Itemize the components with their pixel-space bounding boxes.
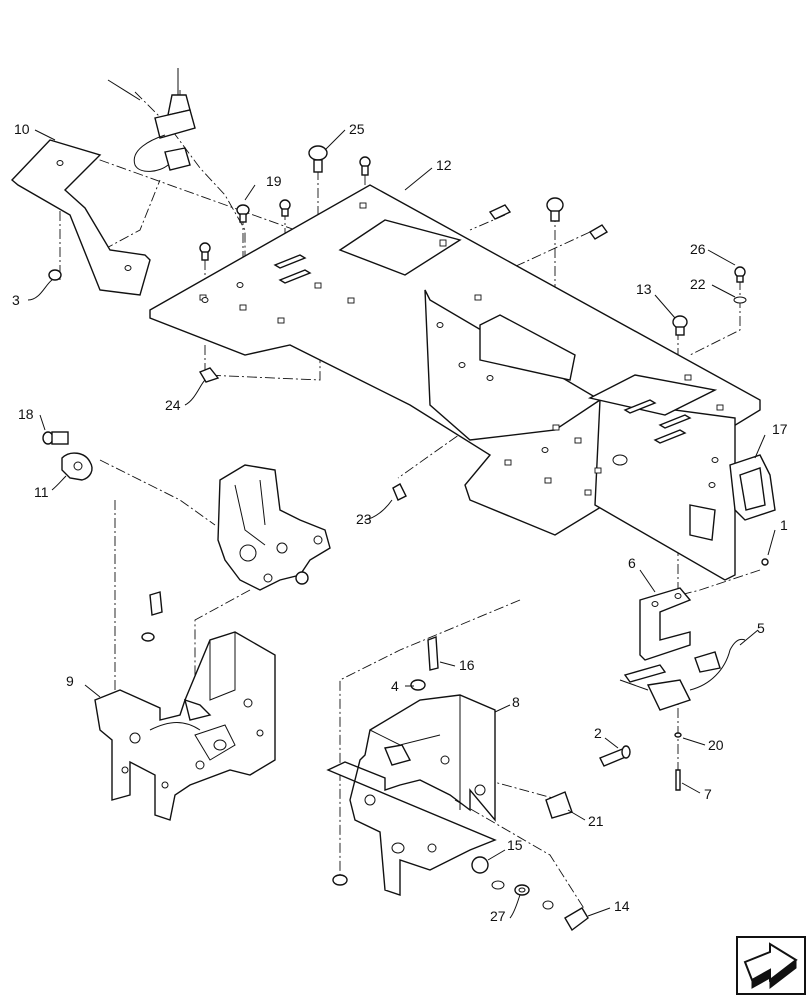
callout-20: 20 <box>708 737 724 753</box>
callout-26: 26 <box>690 241 706 257</box>
callout-11: 11 <box>34 484 49 500</box>
callout-10: 10 <box>14 121 30 137</box>
upper-harness <box>107 68 196 172</box>
callout-19: 19 <box>266 173 282 189</box>
callout-27: 27 <box>490 908 506 924</box>
callout-21: 21 <box>588 813 604 829</box>
callout-8: 8 <box>512 694 520 710</box>
clamp-part-11 <box>42 431 93 481</box>
callout-22: 22 <box>690 276 706 292</box>
bracket-part-8 <box>326 694 497 896</box>
callout-15: 15 <box>507 837 523 853</box>
callout-23: 23 <box>356 511 372 527</box>
grommet-part-17 <box>729 454 776 521</box>
callout-2: 2 <box>594 725 602 741</box>
callout-12: 12 <box>436 157 452 173</box>
pedal-hinge-casting <box>141 464 331 642</box>
callout-25: 25 <box>349 121 365 137</box>
callout-16: 16 <box>459 657 475 673</box>
main-platform-part-12 <box>149 184 761 581</box>
callout-18: 18 <box>18 406 34 422</box>
bracket-part-9 <box>94 631 276 821</box>
callout-9: 9 <box>66 673 74 689</box>
callout-24: 24 <box>165 397 181 413</box>
platform-hardware <box>48 145 747 501</box>
next-page-arrow-icon[interactable] <box>736 936 806 995</box>
callout-numbers: 10 3 25 19 12 24 13 26 22 17 18 11 23 1 … <box>12 121 788 924</box>
callout-13: 13 <box>636 281 652 297</box>
callout-3: 3 <box>12 292 20 308</box>
bracket-part-10 <box>10 139 151 296</box>
callout-1: 1 <box>780 517 788 533</box>
callout-17: 17 <box>772 421 788 437</box>
callout-5: 5 <box>757 620 765 636</box>
sensor-bracket-part-6 <box>623 587 692 683</box>
callout-14: 14 <box>614 898 630 914</box>
callout-6: 6 <box>628 555 636 571</box>
lower-hardware <box>332 636 631 932</box>
callout-leaders <box>27 129 776 919</box>
sensor-harness-part-5 <box>619 558 769 791</box>
callout-7: 7 <box>704 786 712 802</box>
callout-4: 4 <box>391 678 399 694</box>
